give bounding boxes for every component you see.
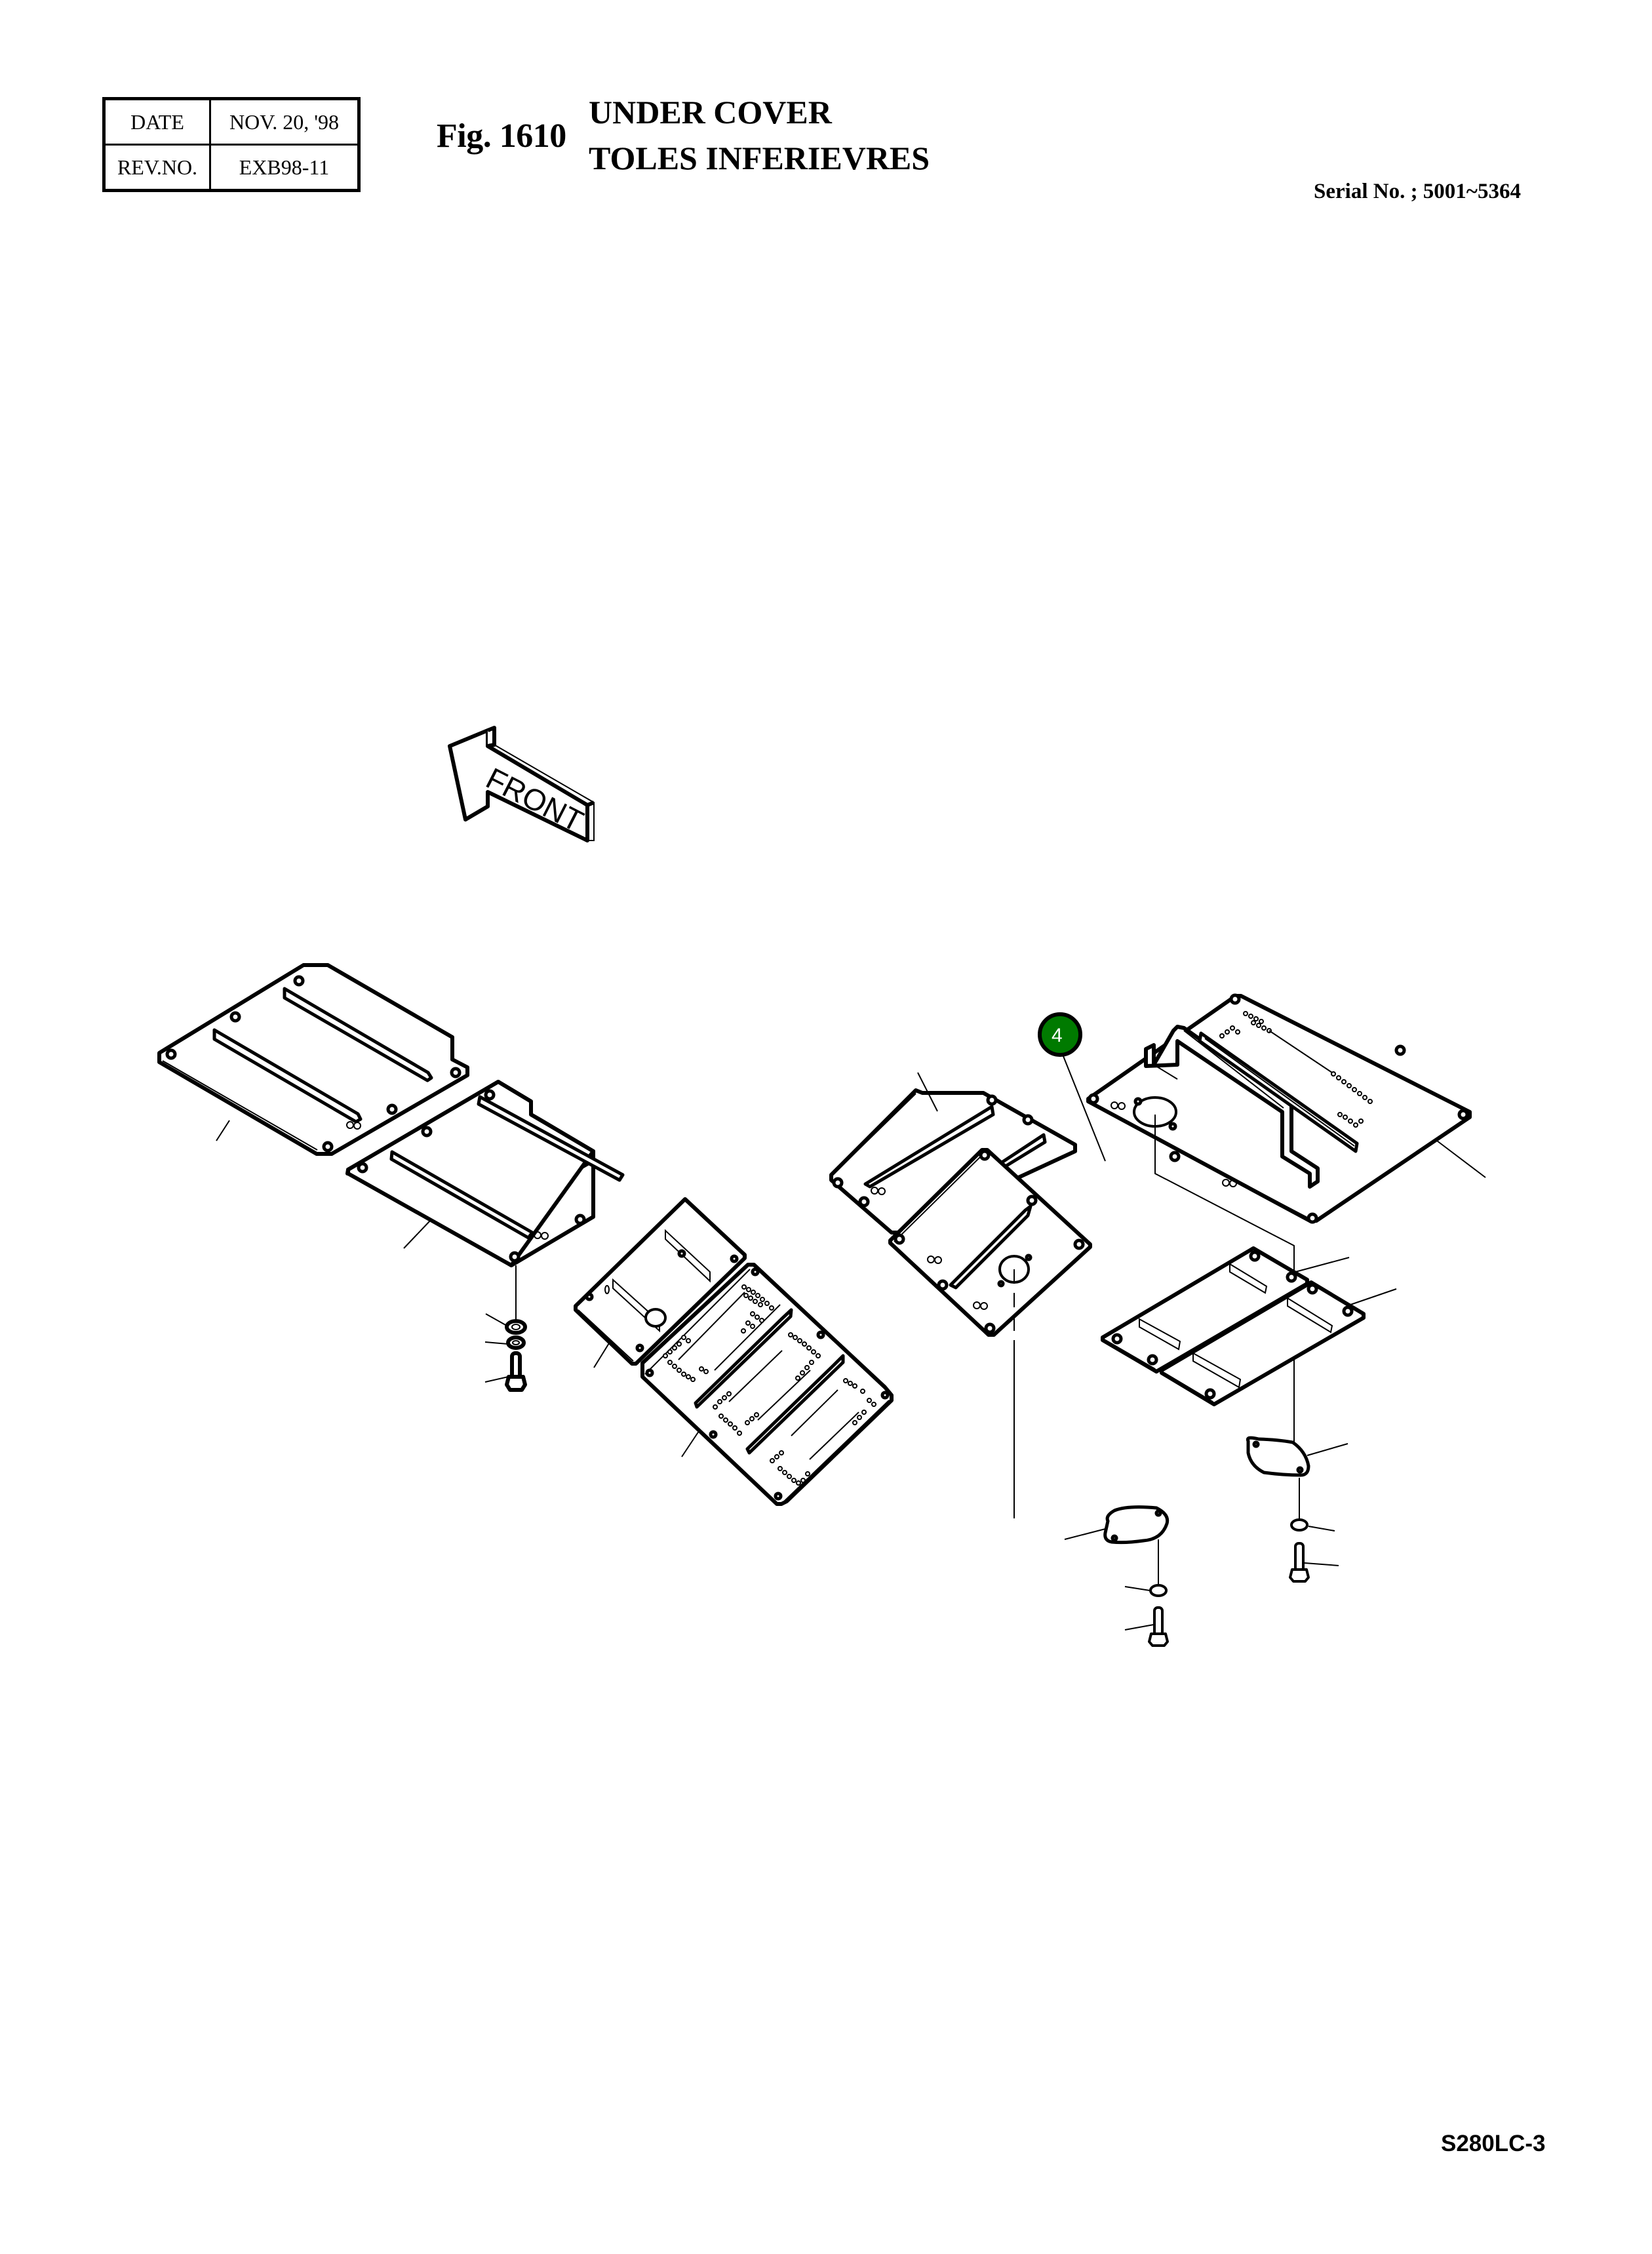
page-title-english: UNDER COVER	[589, 94, 832, 130]
rev-no-value: EXB98-11	[209, 144, 360, 191]
cover-plate-a[interactable]	[1064, 1505, 1170, 1585]
under-cover-plate-center-with-hole[interactable]	[888, 1148, 1092, 1518]
serial-number-range: Serial No. ; 5001~5364	[1314, 180, 1521, 203]
under-cover-plate-front-left[interactable]	[157, 963, 469, 1156]
callout-4[interactable]: 4	[1038, 1012, 1106, 1162]
under-cover-perforated-plate[interactable]	[640, 1263, 894, 1506]
hex-bolt-icon	[510, 1351, 522, 1380]
hex-bolt-icon	[1153, 1606, 1164, 1636]
hex-bolt-icon	[1294, 1542, 1305, 1572]
figure-number: Fig. 1610	[437, 117, 566, 155]
spring-washer-icon	[506, 1335, 526, 1350]
perforation-panel-2	[713, 1332, 821, 1436]
callout-badge-icon	[1038, 1012, 1082, 1057]
cover-plate-b-fasteners[interactable]	[1289, 1518, 1339, 1583]
under-cover-plate-left-rear[interactable]	[345, 1080, 625, 1326]
date-value: NOV. 20, '98	[209, 98, 360, 146]
perforation-panel-1	[663, 1284, 781, 1382]
spring-washer-icon	[1149, 1584, 1168, 1597]
left-fastener-stack[interactable]	[484, 1313, 527, 1392]
page-title-french: TOLES INFERIEVRES	[589, 140, 930, 176]
cover-plate-a-fasteners[interactable]	[1124, 1584, 1169, 1647]
under-cover-plate-right-with-bracket[interactable]	[1086, 993, 1486, 1461]
callout-number: 4	[1052, 1025, 1063, 1046]
bracket-perforations	[1219, 1011, 1373, 1128]
washer-icon	[505, 1319, 527, 1335]
rev-no-label: REV.NO.	[103, 144, 211, 191]
model-number: S280LC-3	[1441, 2131, 1546, 2156]
cover-plate-b[interactable]	[1246, 1436, 1348, 1520]
perforation-panel-3	[770, 1378, 876, 1486]
under-cover-small-plate-b[interactable]	[1160, 1280, 1397, 1406]
under-cover-plate-with-hole-left[interactable]	[574, 1197, 747, 1368]
revision-table: DATE NOV. 20, '98 REV.NO. EXB98-11	[102, 97, 361, 192]
spring-washer-icon	[1290, 1518, 1308, 1532]
front-arrow-icon: FRONT	[448, 726, 595, 842]
date-label: DATE	[103, 98, 211, 146]
